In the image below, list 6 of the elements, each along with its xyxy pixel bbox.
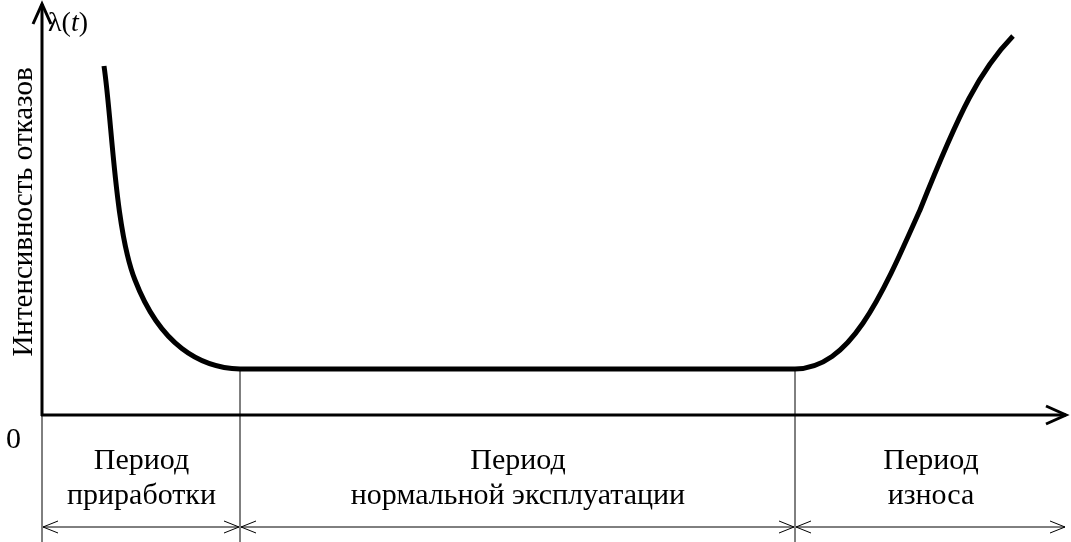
origin-label: 0 bbox=[6, 420, 21, 455]
period-label: Период приработки bbox=[65, 441, 217, 511]
period-label: Период износа bbox=[882, 441, 980, 511]
period-label: Период нормальной эксплуатации bbox=[349, 441, 687, 511]
axis-title: Интенсивность отказов bbox=[4, 67, 39, 357]
axis-label: λ(t) bbox=[48, 5, 88, 39]
